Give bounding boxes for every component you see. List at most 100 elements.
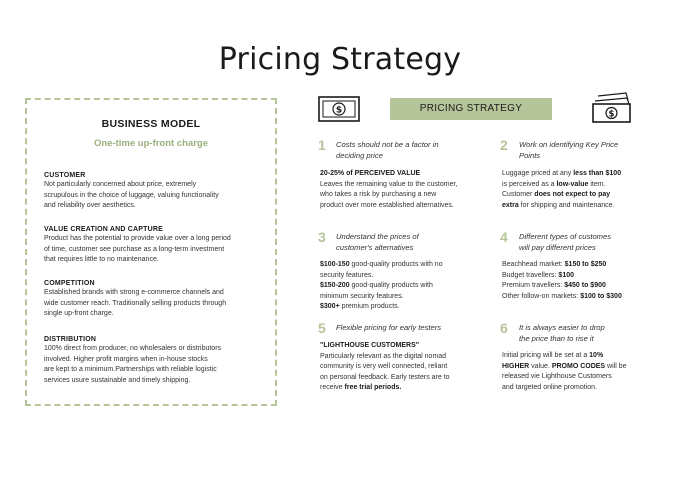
text: who takes a risk by purchasing a new xyxy=(320,191,437,198)
bm-section-text: 100% direct from producer, no wholesaler… xyxy=(44,344,264,386)
text-line: and targeted online promotion. xyxy=(502,383,627,394)
bold-text: $450 to $900 xyxy=(564,282,606,289)
item-number: 3 xyxy=(318,229,326,245)
text: value. xyxy=(529,362,552,370)
text-line: Luggage priced at any less than $100 xyxy=(502,169,621,180)
text-line: and reliability over aesthetics. xyxy=(44,202,136,209)
text-line: 20-25% of PERCEIVED VALUE xyxy=(320,169,457,180)
text-line: $300+ premium products. xyxy=(320,302,443,313)
text: good-quality products with no xyxy=(349,261,443,268)
item-quote: Different types of customes will pay dif… xyxy=(519,231,611,253)
text-line: security features. xyxy=(320,271,443,282)
text: receive xyxy=(320,384,345,391)
bm-section-text: Product has the potential to provide val… xyxy=(44,234,264,266)
text-line: 100% direct from producer, no wholesaler… xyxy=(44,345,222,352)
item-body: 20-25% of PERCEIVED VALUE Leaves the rema… xyxy=(320,169,457,211)
item-body: $100-150 good-quality products with no se… xyxy=(320,260,443,313)
bold-text: PROMO CODES xyxy=(551,362,606,370)
svg-text:$: $ xyxy=(609,109,615,119)
bm-section-text: Established brands with strong e-commerc… xyxy=(44,288,264,320)
text-line: released vie Lighthouse Customers xyxy=(502,372,627,383)
text: Budget travellers: xyxy=(502,271,559,279)
quote-line: Costs should not be a factor in xyxy=(336,140,439,149)
quote-line: It is always easier to drop xyxy=(519,323,605,332)
text: Particularly relevant as the digital nom… xyxy=(320,352,447,360)
bm-section-text: Not particularly concerned about price, … xyxy=(44,180,264,212)
text-line: of time, customer see purchase as a long… xyxy=(44,245,225,253)
bold-text: $150-200 xyxy=(320,282,350,289)
item-quote: Understand the prices of customer's alte… xyxy=(336,231,419,253)
text: premium products. xyxy=(339,303,400,310)
bold-text: free trial periods. xyxy=(344,384,402,391)
quote-line: Points xyxy=(519,151,541,160)
bold-text: 20-25% of PERCEIVED VALUE xyxy=(320,170,421,177)
bm-section-heading: COMPETITION xyxy=(44,280,95,287)
text-line: HIGHER value. PROMO CODES will be xyxy=(502,362,627,373)
text: on personal feedback. Early testers are … xyxy=(320,373,450,381)
quote-line: Different types of customes xyxy=(519,232,612,241)
text: Initial pricing will be set at a xyxy=(502,352,590,359)
text-line: $150-200 good-quality products with xyxy=(320,281,443,292)
text: and targeted online promotion. xyxy=(502,383,597,391)
quote-line: Work on identifying Key Price xyxy=(519,140,619,149)
text: Other follow-on markets: xyxy=(502,292,581,300)
item-body: "LIGHTHOUSE CUSTOMERS" Particularly relev… xyxy=(320,341,450,394)
bold-text: less than $100 xyxy=(573,170,622,177)
text: minimum security features. xyxy=(320,292,404,300)
bold-text: HIGHER xyxy=(502,362,530,370)
bold-text: "LIGHTHOUSE CUSTOMERS" xyxy=(320,342,420,349)
text-line: Initial pricing will be set at a 10% xyxy=(502,351,627,362)
bold-text: $100 xyxy=(558,271,574,279)
bm-section-heading: VALUE CREATION AND CAPTURE xyxy=(44,226,164,233)
text-line: community is very well connected, relian… xyxy=(320,362,450,373)
text-line: product over more established alternativ… xyxy=(320,201,457,212)
bm-section-value: VALUE CREATION AND CAPTURE Product has t… xyxy=(44,226,264,266)
money-stack-icon: $ xyxy=(592,92,631,123)
text: for shipping and maintenance. xyxy=(518,201,615,209)
business-model-subheading: One-time up-front charge xyxy=(93,138,208,149)
bold-text: $100-150 xyxy=(320,261,350,268)
text-line: Other follow-on markets: $100 to $300 xyxy=(502,292,622,303)
text-line: on personal feedback. Early testers are … xyxy=(320,373,450,384)
text-line: Not particularly concerned about price, … xyxy=(44,181,197,188)
item-quote: It is always easier to drop the price th… xyxy=(519,322,605,344)
text-line: are kept to a minimum.Partnerships with … xyxy=(44,366,217,373)
text: will be xyxy=(605,362,627,370)
quote-line: Understand the prices of xyxy=(336,232,419,241)
bold-text: low-value xyxy=(556,180,589,188)
quote-line: Flexible pricing for early testers xyxy=(336,323,442,332)
bold-text: extra xyxy=(502,201,519,209)
text-line: Leaves the remaining value to the custom… xyxy=(320,180,457,191)
business-model-heading: BUSINESS MODEL xyxy=(101,118,201,130)
text-line: "LIGHTHOUSE CUSTOMERS" xyxy=(320,341,450,352)
bold-text: $100 to $300 xyxy=(580,292,622,300)
text-line: who takes a risk by purchasing a new xyxy=(320,190,457,201)
bm-section-heading: DISTRIBUTION xyxy=(44,336,97,343)
text: Beachhead market: xyxy=(502,261,565,268)
business-model-panel: BUSINESS MODEL One-time up-front charge … xyxy=(25,98,277,406)
text: community is very well connected, relian… xyxy=(320,363,448,370)
text-line: is perceived as a low-value item. xyxy=(502,180,621,191)
text-line: Established brands with strong e-commerc… xyxy=(44,289,224,296)
text-line: scrupulous in the choice of luggage, val… xyxy=(44,191,219,199)
text: Leaves the remaining value to the custom… xyxy=(320,180,458,188)
text-line: Beachhead market: $150 to $250 xyxy=(502,260,622,271)
text: security features. xyxy=(320,271,374,279)
text-line: services usure sustainable and timely sh… xyxy=(44,376,191,384)
text-line: Customer does not expect to pay xyxy=(502,190,621,201)
bold-text: $300+ xyxy=(320,303,340,310)
text: product over more established alternativ… xyxy=(320,201,454,209)
text-line: involved. Higher profit margins when in-… xyxy=(44,355,208,363)
page-title: Pricing Strategy xyxy=(218,42,462,77)
text-line: minimum security features. xyxy=(320,292,443,303)
text-line: that requires little to no maintenance. xyxy=(44,256,159,263)
money-bill-icon: $ xyxy=(318,96,360,122)
text: Customer xyxy=(502,191,535,198)
bold-text: $150 to $250 xyxy=(564,261,607,268)
quote-line: will pay different prices xyxy=(519,243,596,252)
item-number: 4 xyxy=(500,229,508,245)
bm-section-heading: CUSTOMER xyxy=(44,172,86,179)
text: item. xyxy=(588,180,606,188)
